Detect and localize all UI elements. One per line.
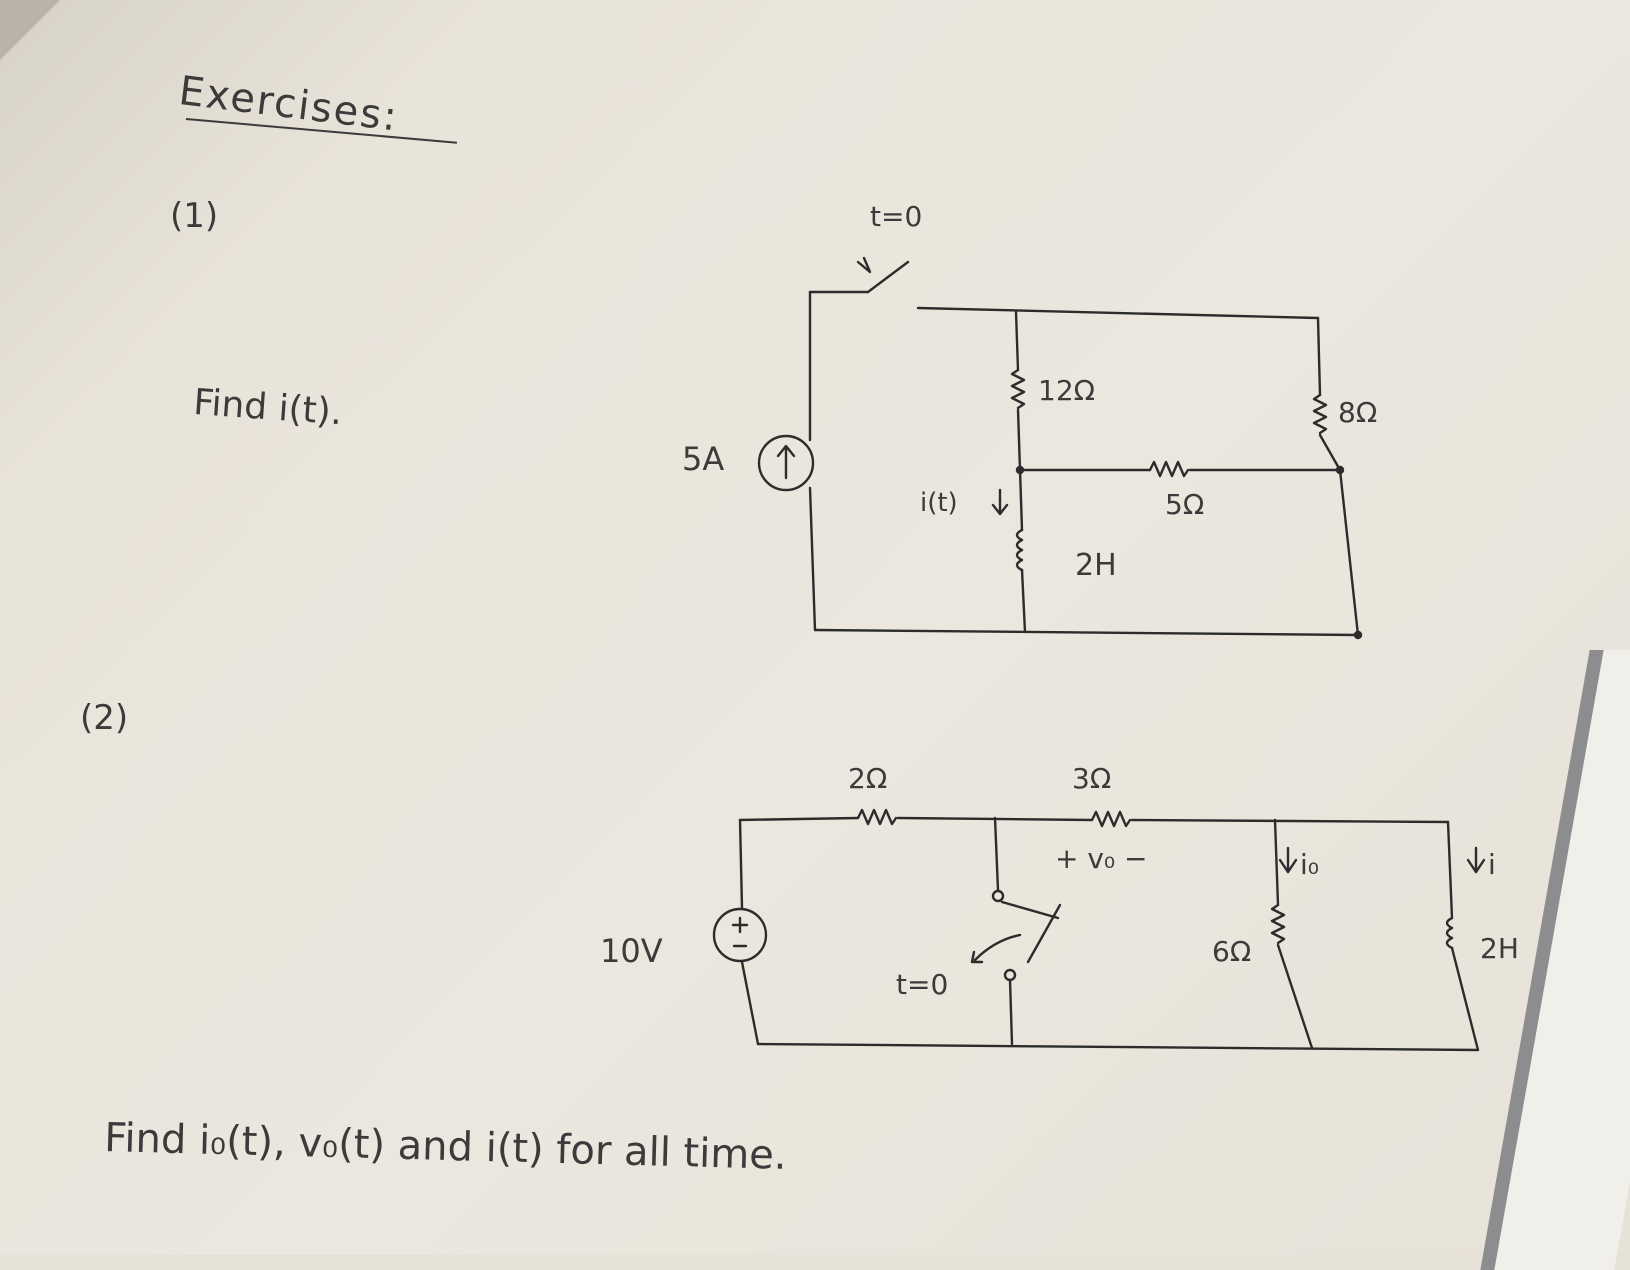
p2-source-label: 10V [600,932,663,970]
p2-switch-label: t=0 [896,968,949,1001]
p1-inductor-label: 2H [1075,548,1117,583]
p2-inductor-label: 2H [1480,932,1519,965]
p1-switch [866,260,910,294]
problem1-number: (1) [170,196,219,236]
p1-resistor-5 [1148,460,1190,478]
p1-resistor-8 [1312,393,1328,435]
p1-switch-label: t=0 [870,200,923,233]
p1-current-source [757,434,815,492]
p2-r3-label: 3Ω [1072,762,1112,795]
p1-inductor [1015,528,1024,572]
p2-r6-label: 6Ω [1212,935,1252,968]
circuit2 [712,808,1486,1052]
p2-resistor-3 [1090,810,1132,828]
p2-vo-label: + v₀ − [1055,842,1148,875]
p1-source-label: 5A [682,440,725,478]
p2-io-label: i₀ [1300,848,1320,881]
p2-resistor-2 [856,808,898,826]
p1-r12-label: 12Ω [1038,374,1096,407]
p1-r5-label: 5Ω [1165,488,1205,521]
p2-switch [1000,900,1060,920]
p2-inductor [1445,916,1454,950]
circuit1 [757,256,1363,640]
p2-r2-label: 2Ω [848,762,888,795]
p1-r8-label: 8Ω [1338,396,1378,429]
p2-voltage-source [712,907,768,963]
corner-shadow [0,0,60,60]
p2-resistor-6 [1270,903,1286,945]
problem2-number: (2) [80,698,129,738]
p1-current-label: i(t) [920,488,958,518]
p1-resistor-12 [1010,368,1026,410]
p2-i-label: i [1488,848,1496,881]
